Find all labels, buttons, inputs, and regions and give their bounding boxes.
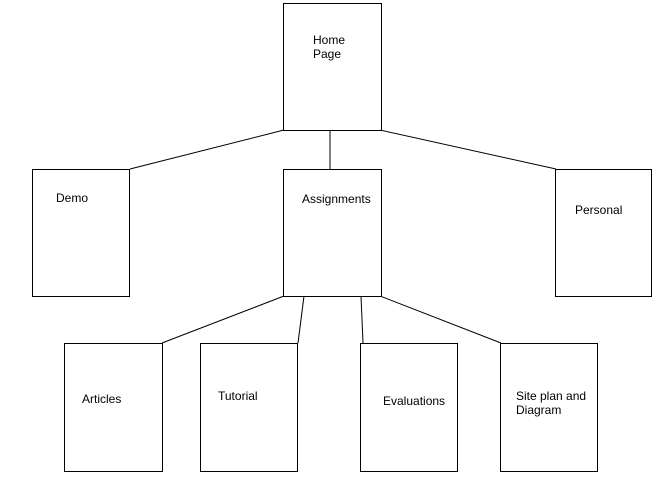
node-evaluations-label: Evaluations [383, 394, 446, 408]
node-tutorial: Tutorial [200, 343, 298, 472]
edge-assignments-tutorial [297, 295, 305, 344]
node-assignments-label: Assignments [302, 192, 371, 206]
node-articles-label: Articles [82, 392, 122, 406]
node-tutorial-label: Tutorial [218, 389, 258, 403]
node-personal: Personal [555, 169, 652, 297]
home-label-line2: Page [313, 47, 342, 61]
node-personal-label: Personal [575, 203, 623, 217]
edge-assignments-evaluations [360, 295, 364, 344]
edge-assignments-site-plan [379, 295, 502, 344]
site-plan-label-line1: Site plan and [516, 389, 587, 403]
node-site-plan: Site plan and Diagram [500, 343, 598, 472]
node-site-plan-label: Site plan and Diagram [516, 389, 586, 417]
node-demo-label: Demo [56, 191, 89, 205]
node-articles: Articles [64, 343, 163, 472]
home-label-line1: Home [313, 33, 346, 47]
node-demo: Demo [32, 169, 130, 297]
edge-assignments-articles [161, 295, 285, 344]
node-assignments: Assignments [283, 169, 382, 297]
node-evaluations: Evaluations [360, 343, 458, 472]
node-home-page-label: Home Page [313, 33, 345, 61]
site-plan-label-line2: Diagram [516, 403, 562, 417]
node-home-page: Home Page [283, 3, 382, 131]
edge-home-personal [379, 129, 557, 170]
edge-home-demo [129, 129, 285, 170]
